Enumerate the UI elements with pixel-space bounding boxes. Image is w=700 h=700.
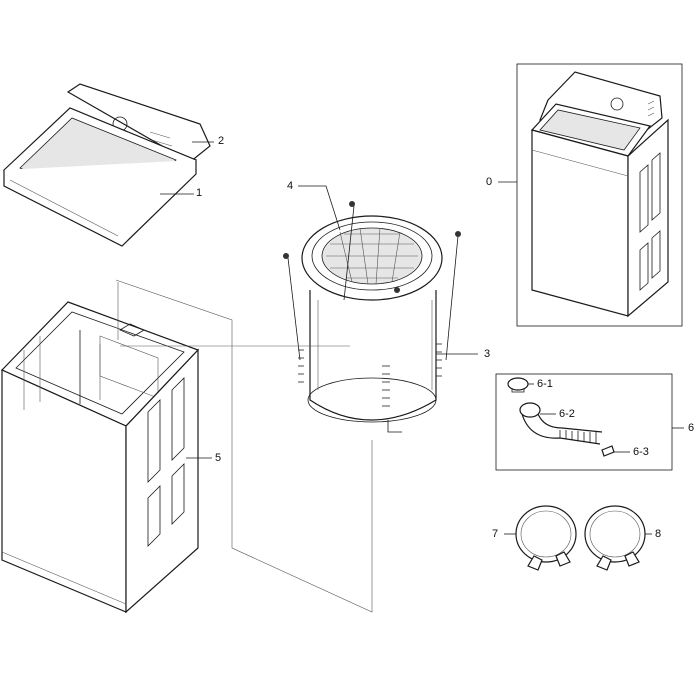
top-cover-assembly-illustration [2, 83, 211, 247]
complete-unit-illustration [516, 63, 683, 327]
drain-elbow [519, 402, 541, 418]
callout-8: 8 [655, 528, 662, 540]
callout-0: 0 [486, 176, 493, 188]
cabinet-exploded-boundary [115, 279, 373, 613]
callout-1: 1 [196, 187, 203, 199]
clip [601, 445, 615, 457]
leader-4 [298, 185, 341, 231]
inlet-hoses-illustration [515, 505, 646, 571]
callout-2: 2 [218, 135, 225, 147]
callout-6: 6 [688, 422, 695, 434]
tub-body [309, 290, 437, 421]
complete-unit-frame [516, 63, 683, 327]
callout-6-2: 6-2 [559, 408, 575, 420]
inlet-hose-left [515, 505, 577, 563]
callout-4: 4 [287, 180, 294, 192]
callout-3: 3 [484, 348, 491, 360]
callout-6-3: 6-3 [633, 446, 649, 458]
hose-clamp [507, 377, 529, 391]
callout-7: 7 [492, 528, 499, 540]
callout-5: 5 [215, 452, 222, 464]
cabinet-illustration [0, 301, 200, 614]
drain-hose-group-illustration [495, 373, 673, 471]
inlet-hose-right [584, 505, 646, 563]
tub-basket-illustration [283, 201, 461, 433]
callout-6-1: 6-1 [537, 378, 553, 390]
assembly-lines [115, 141, 684, 613]
drain-hose-group-frame [495, 373, 673, 471]
